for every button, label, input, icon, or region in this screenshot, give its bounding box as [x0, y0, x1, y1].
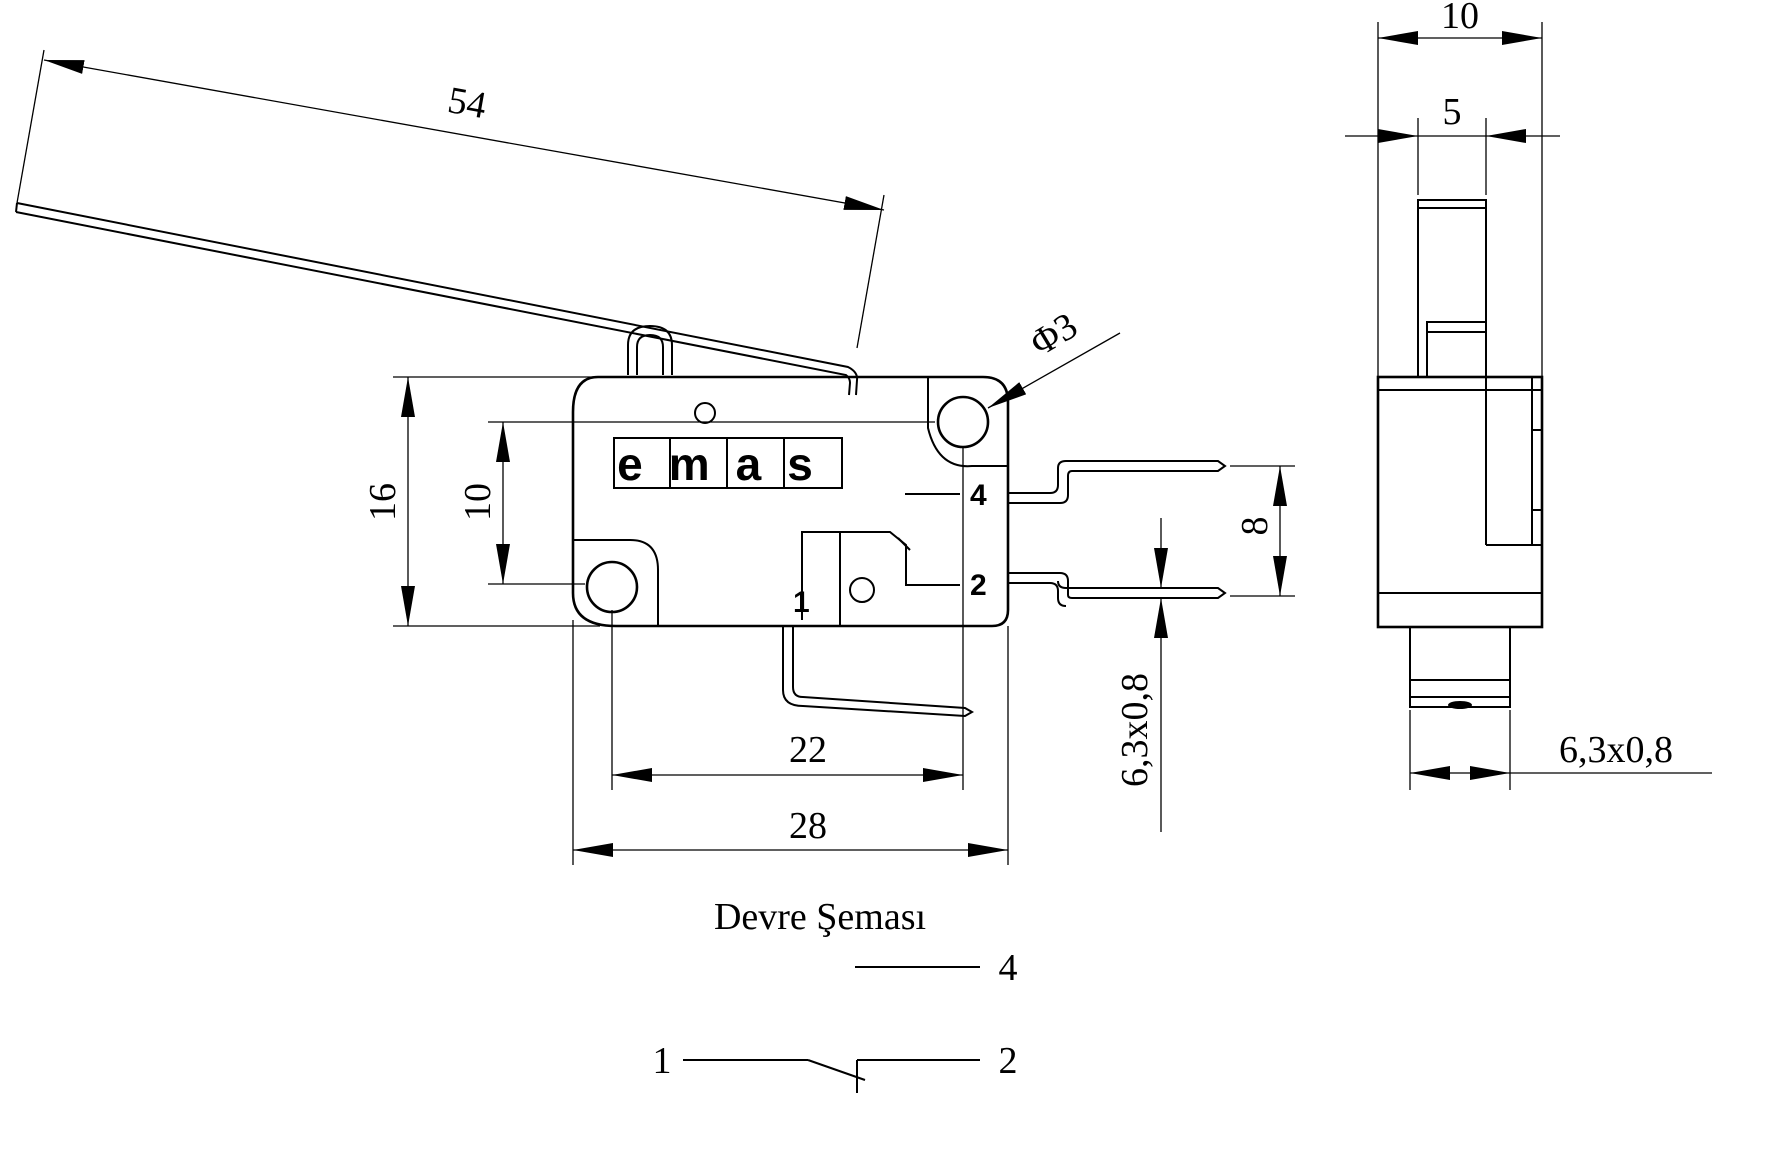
emas-logo: emas: [613, 437, 843, 490]
dim-hole-vertical: 10: [457, 421, 935, 585]
dim-terminal-pitch: 8: [1230, 465, 1295, 597]
circuit-label-4: 4: [999, 947, 1018, 989]
front-view: emas 4 2 1 54: [15, 49, 1295, 865]
svg-text:10: 10: [457, 483, 499, 521]
circuit-label-1: 1: [653, 1040, 672, 1082]
terminal-label-1: 1: [793, 586, 810, 619]
svg-text:22: 22: [789, 729, 827, 771]
circuit-title: Devre Şeması: [714, 896, 926, 938]
svg-text:54: 54: [445, 79, 490, 127]
lever-arm: [15, 202, 859, 396]
side-view: 10 5 6,3x0,8: [1345, 0, 1712, 790]
dim-body-length: 28: [572, 620, 1009, 865]
dim-terminal-side: 6,3x0,8: [1409, 710, 1712, 790]
circuit-diagram: Devre Şeması 4 1 2: [653, 896, 1018, 1093]
mounting-hole-top: [936, 395, 990, 449]
svg-text:6,3x0,8: 6,3x0,8: [1559, 729, 1673, 771]
dim-lever-length: 54: [16, 49, 885, 349]
dim-hole-horizontal: 22: [611, 446, 964, 790]
svg-text:10: 10: [1441, 0, 1479, 37]
dim-body-height: 16: [362, 376, 600, 627]
terminal-label-4: 4: [970, 479, 987, 512]
svg-text:28: 28: [789, 805, 827, 847]
svg-text:16: 16: [362, 483, 404, 521]
mounting-hole-bottom: [585, 560, 639, 614]
body-switch-symbol: 4 2 1: [793, 479, 987, 625]
dim-side-actuator: 5: [1345, 91, 1560, 195]
switch-body: [571, 375, 1010, 628]
dim-side-width: 10: [1377, 0, 1543, 390]
svg-text:6,3x0,8: 6,3x0,8: [1114, 673, 1156, 787]
svg-text:8: 8: [1234, 517, 1276, 536]
terminal-label-2: 2: [970, 569, 987, 602]
circuit-label-2: 2: [999, 1040, 1018, 1082]
terminal-pins: [782, 460, 1227, 718]
dim-terminal-front: 6,3x0,8: [1114, 518, 1168, 832]
svg-text:Φ3: Φ3: [1023, 305, 1085, 365]
logo-text: emas: [617, 438, 839, 490]
svg-text:5: 5: [1443, 91, 1462, 133]
